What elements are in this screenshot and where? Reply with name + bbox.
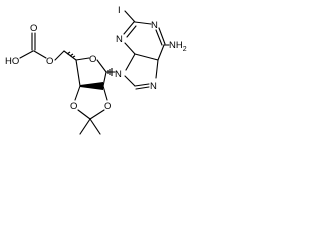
bond-cq-me1 xyxy=(79,118,91,135)
bond-ho-c xyxy=(19,50,34,59)
n9-label: N xyxy=(115,69,122,80)
bond-n3-c2-a xyxy=(123,21,135,35)
bond-c2-i xyxy=(124,10,136,23)
bond-oester-ch2 xyxy=(54,50,65,61)
bonds xyxy=(19,10,170,135)
bond-n1-c6-a xyxy=(158,27,166,45)
hydroxyl-label: HO xyxy=(5,56,19,67)
bond-ringo-c1 xyxy=(96,59,107,73)
bond-n7-c5 xyxy=(155,59,159,79)
bond-c4-ringo xyxy=(75,57,90,61)
bond-c8-n7-a xyxy=(134,83,150,87)
bond-c4-c5 xyxy=(134,53,159,61)
bond-n9-c8 xyxy=(124,75,136,87)
bond-c4-c3 xyxy=(75,59,81,87)
bond-c2-oright xyxy=(102,85,108,101)
dioxolane-o-right-label: O xyxy=(104,101,111,112)
bond-oleft-cq xyxy=(77,109,91,120)
iodine-label: I xyxy=(118,5,121,16)
wedge-c3-c2 xyxy=(80,82,103,90)
dioxolane-o-left-label: O xyxy=(70,101,77,112)
hashed-c1-n9 xyxy=(107,68,113,76)
atom-labels: I N N NH2 O HO O O N N O O xyxy=(5,5,187,112)
hash-line xyxy=(66,51,71,55)
hash-line xyxy=(72,55,76,58)
bond-c3-oleft xyxy=(74,85,81,101)
bond-c-oester xyxy=(33,50,47,59)
molecule-structure: I N N NH2 O HO O O N N O O xyxy=(5,5,187,135)
bond-cq-me2 xyxy=(89,118,101,135)
amine-label: NH2 xyxy=(169,40,187,53)
carbonyl-o-label: O xyxy=(30,23,37,34)
bond-c2-n1 xyxy=(134,21,152,25)
bond-c8-n7-b xyxy=(135,86,150,90)
bond-c2-c1 xyxy=(102,71,107,87)
bond-c4-n3 xyxy=(124,42,136,55)
n3-label: N xyxy=(116,34,123,45)
ring-o-label: O xyxy=(89,54,96,65)
bond-oright-cq xyxy=(89,109,105,120)
hash-line xyxy=(69,53,74,57)
n1-label: N xyxy=(151,20,158,31)
bond-n3-c2-b xyxy=(126,25,137,38)
n7-label: N xyxy=(150,81,157,92)
hashed-c4-ch2 xyxy=(66,51,76,58)
bond-n9-c4 xyxy=(125,53,136,71)
ester-o-label: O xyxy=(46,56,53,67)
bond-c6-c5 xyxy=(157,44,165,61)
bond-n1-c6-b xyxy=(155,29,163,46)
